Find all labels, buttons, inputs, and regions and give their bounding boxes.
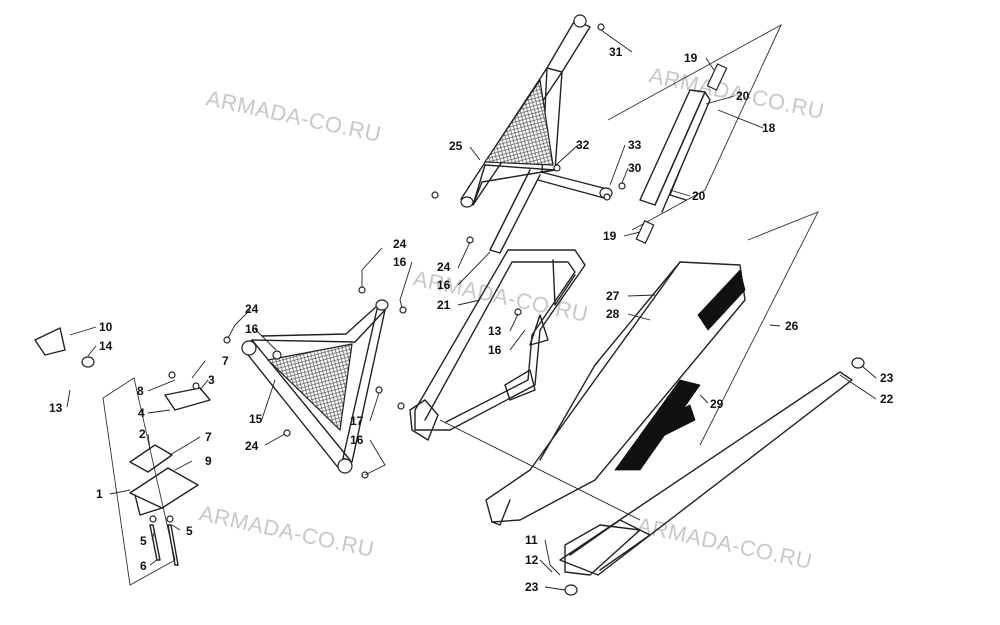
label-17: 17	[350, 414, 364, 428]
label-21: 21	[437, 298, 451, 312]
lower-triangle-frame	[241, 299, 389, 474]
label-12: 12	[525, 553, 539, 567]
label-16e: 16	[350, 433, 364, 447]
label-25: 25	[449, 139, 463, 153]
label-6: 6	[140, 559, 147, 573]
label-9: 9	[205, 454, 212, 468]
label-5a: 5	[140, 534, 147, 548]
outline-group-1	[102, 377, 176, 586]
label-15: 15	[249, 412, 263, 426]
label-3: 3	[208, 373, 215, 387]
label-27: 27	[606, 289, 620, 303]
label-20b: 20	[692, 189, 706, 203]
label-31: 31	[609, 45, 623, 59]
label-16c: 16	[437, 278, 451, 292]
label-8: 8	[137, 384, 144, 398]
label-16b: 16	[393, 255, 407, 269]
label-24c: 24	[437, 260, 451, 274]
hinge-assembly	[635, 63, 728, 244]
label-18: 18	[762, 121, 776, 135]
upper-triangle-frame	[460, 14, 613, 254]
part-numbers: 1 2 3 4 5 5 6 7 7 8 9 10 11 12 13 13 14 …	[49, 45, 894, 594]
label-7a: 7	[205, 430, 212, 444]
label-14: 14	[99, 339, 113, 353]
label-24b: 24	[393, 237, 407, 251]
watermark-bottom-left: ARMADA-CO.RU	[197, 500, 377, 562]
label-5b: 5	[186, 524, 193, 538]
label-19a: 19	[684, 51, 698, 65]
label-16d: 16	[488, 343, 502, 357]
label-24d: 24	[245, 439, 259, 453]
label-22: 22	[880, 392, 894, 406]
side-panel	[485, 261, 746, 526]
label-29: 29	[710, 397, 724, 411]
label-20a: 20	[736, 89, 750, 103]
label-26: 26	[785, 319, 799, 333]
watermark-top: ARMADA-CO.RU	[204, 85, 384, 147]
outline-group-18	[607, 23, 782, 231]
tube-frame	[409, 249, 586, 441]
label-19b: 19	[603, 229, 617, 243]
label-10: 10	[99, 320, 113, 334]
label-23a: 23	[880, 371, 894, 385]
label-13b: 13	[488, 324, 502, 338]
label-23b: 23	[525, 580, 539, 594]
lower-rail	[559, 357, 865, 596]
label-24a: 24	[245, 302, 259, 316]
watermark-bottom-right: ARMADA-CO.RU	[635, 512, 815, 574]
label-32: 32	[576, 138, 590, 152]
label-1: 1	[96, 487, 103, 501]
latch-assembly	[34, 327, 211, 566]
label-33: 33	[628, 138, 642, 152]
group-outlines	[102, 23, 819, 586]
label-13a: 13	[49, 401, 63, 415]
label-16a: 16	[245, 322, 259, 336]
label-11: 11	[525, 533, 538, 547]
outline-group-26	[699, 211, 819, 446]
label-2: 2	[139, 427, 146, 441]
label-28: 28	[606, 307, 620, 321]
label-4: 4	[138, 406, 145, 420]
label-30: 30	[628, 161, 642, 175]
leader-lines	[66, 29, 877, 591]
label-7b: 7	[222, 354, 229, 368]
fasteners	[223, 23, 626, 479]
